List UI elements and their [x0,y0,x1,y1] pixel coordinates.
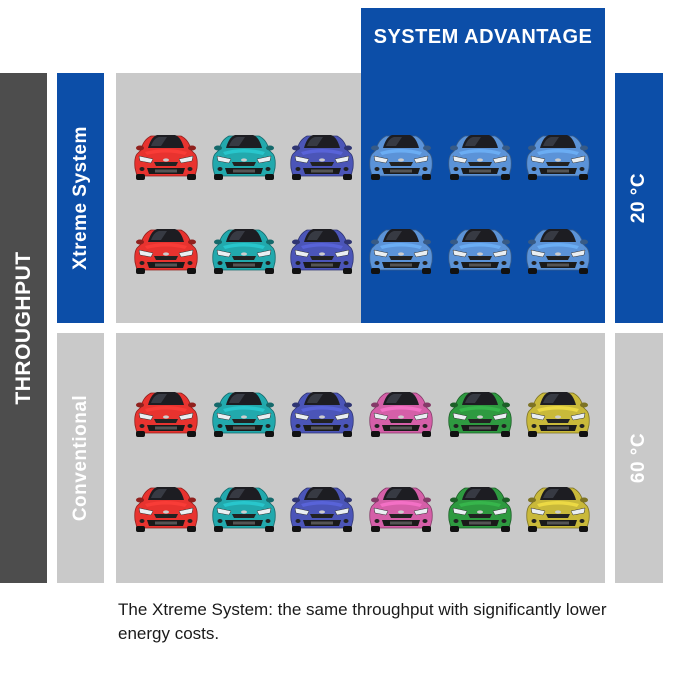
temperature-bar-bottom: 60 °C [615,333,663,583]
car-icon-conventional-green [445,381,515,439]
xtreme-system-row-bar: Xtreme System [57,73,104,323]
car-icon-conventional-red [131,476,201,534]
car-icon-xtreme-lightblue [366,124,436,182]
car-icon-xtreme-lightblue [445,218,515,276]
conventional-row-bar: Conventional [57,333,104,583]
car-icon-conventional-green [445,476,515,534]
xtreme-system-area [116,73,361,323]
car-icon-conventional-olive [523,381,593,439]
car-icon-xtreme-lightblue [523,218,593,276]
conventional-label: Conventional [69,394,91,522]
temperature-label-bottom: 60 °C [628,432,649,484]
car-icon-xtreme-lightblue [523,124,593,182]
car-icon-xtreme-indigo [287,218,357,276]
car-icon-xtreme-red [131,218,201,276]
car-icon-conventional-pink [366,381,436,439]
car-icon-xtreme-red [131,124,201,182]
car-icon-conventional-teal [209,381,279,439]
car-icon-xtreme-lightblue [445,124,515,182]
car-icon-conventional-indigo [287,381,357,439]
system-advantage-title: SYSTEM ADVANTAGE [373,26,593,48]
car-icon-xtreme-lightblue [366,218,436,276]
car-icon-xtreme-indigo [287,124,357,182]
throughput-label: THROUGHPUT [11,251,35,405]
car-icon-xtreme-teal [209,124,279,182]
conventional-area [116,333,605,583]
car-icon-conventional-teal [209,476,279,534]
temperature-bar-top: 20 °C [615,73,663,323]
temperature-label-top: 20 °C [628,172,649,224]
car-icon-conventional-red [131,381,201,439]
car-icon-conventional-pink [366,476,436,534]
car-icon-conventional-olive [523,476,593,534]
car-icon-conventional-indigo [287,476,357,534]
xtreme-system-label: Xtreme System [69,126,91,270]
car-icon-xtreme-teal [209,218,279,276]
caption-text: The Xtreme System: the same throughput w… [118,600,607,643]
throughput-axis-bar: THROUGHPUT [0,73,47,583]
